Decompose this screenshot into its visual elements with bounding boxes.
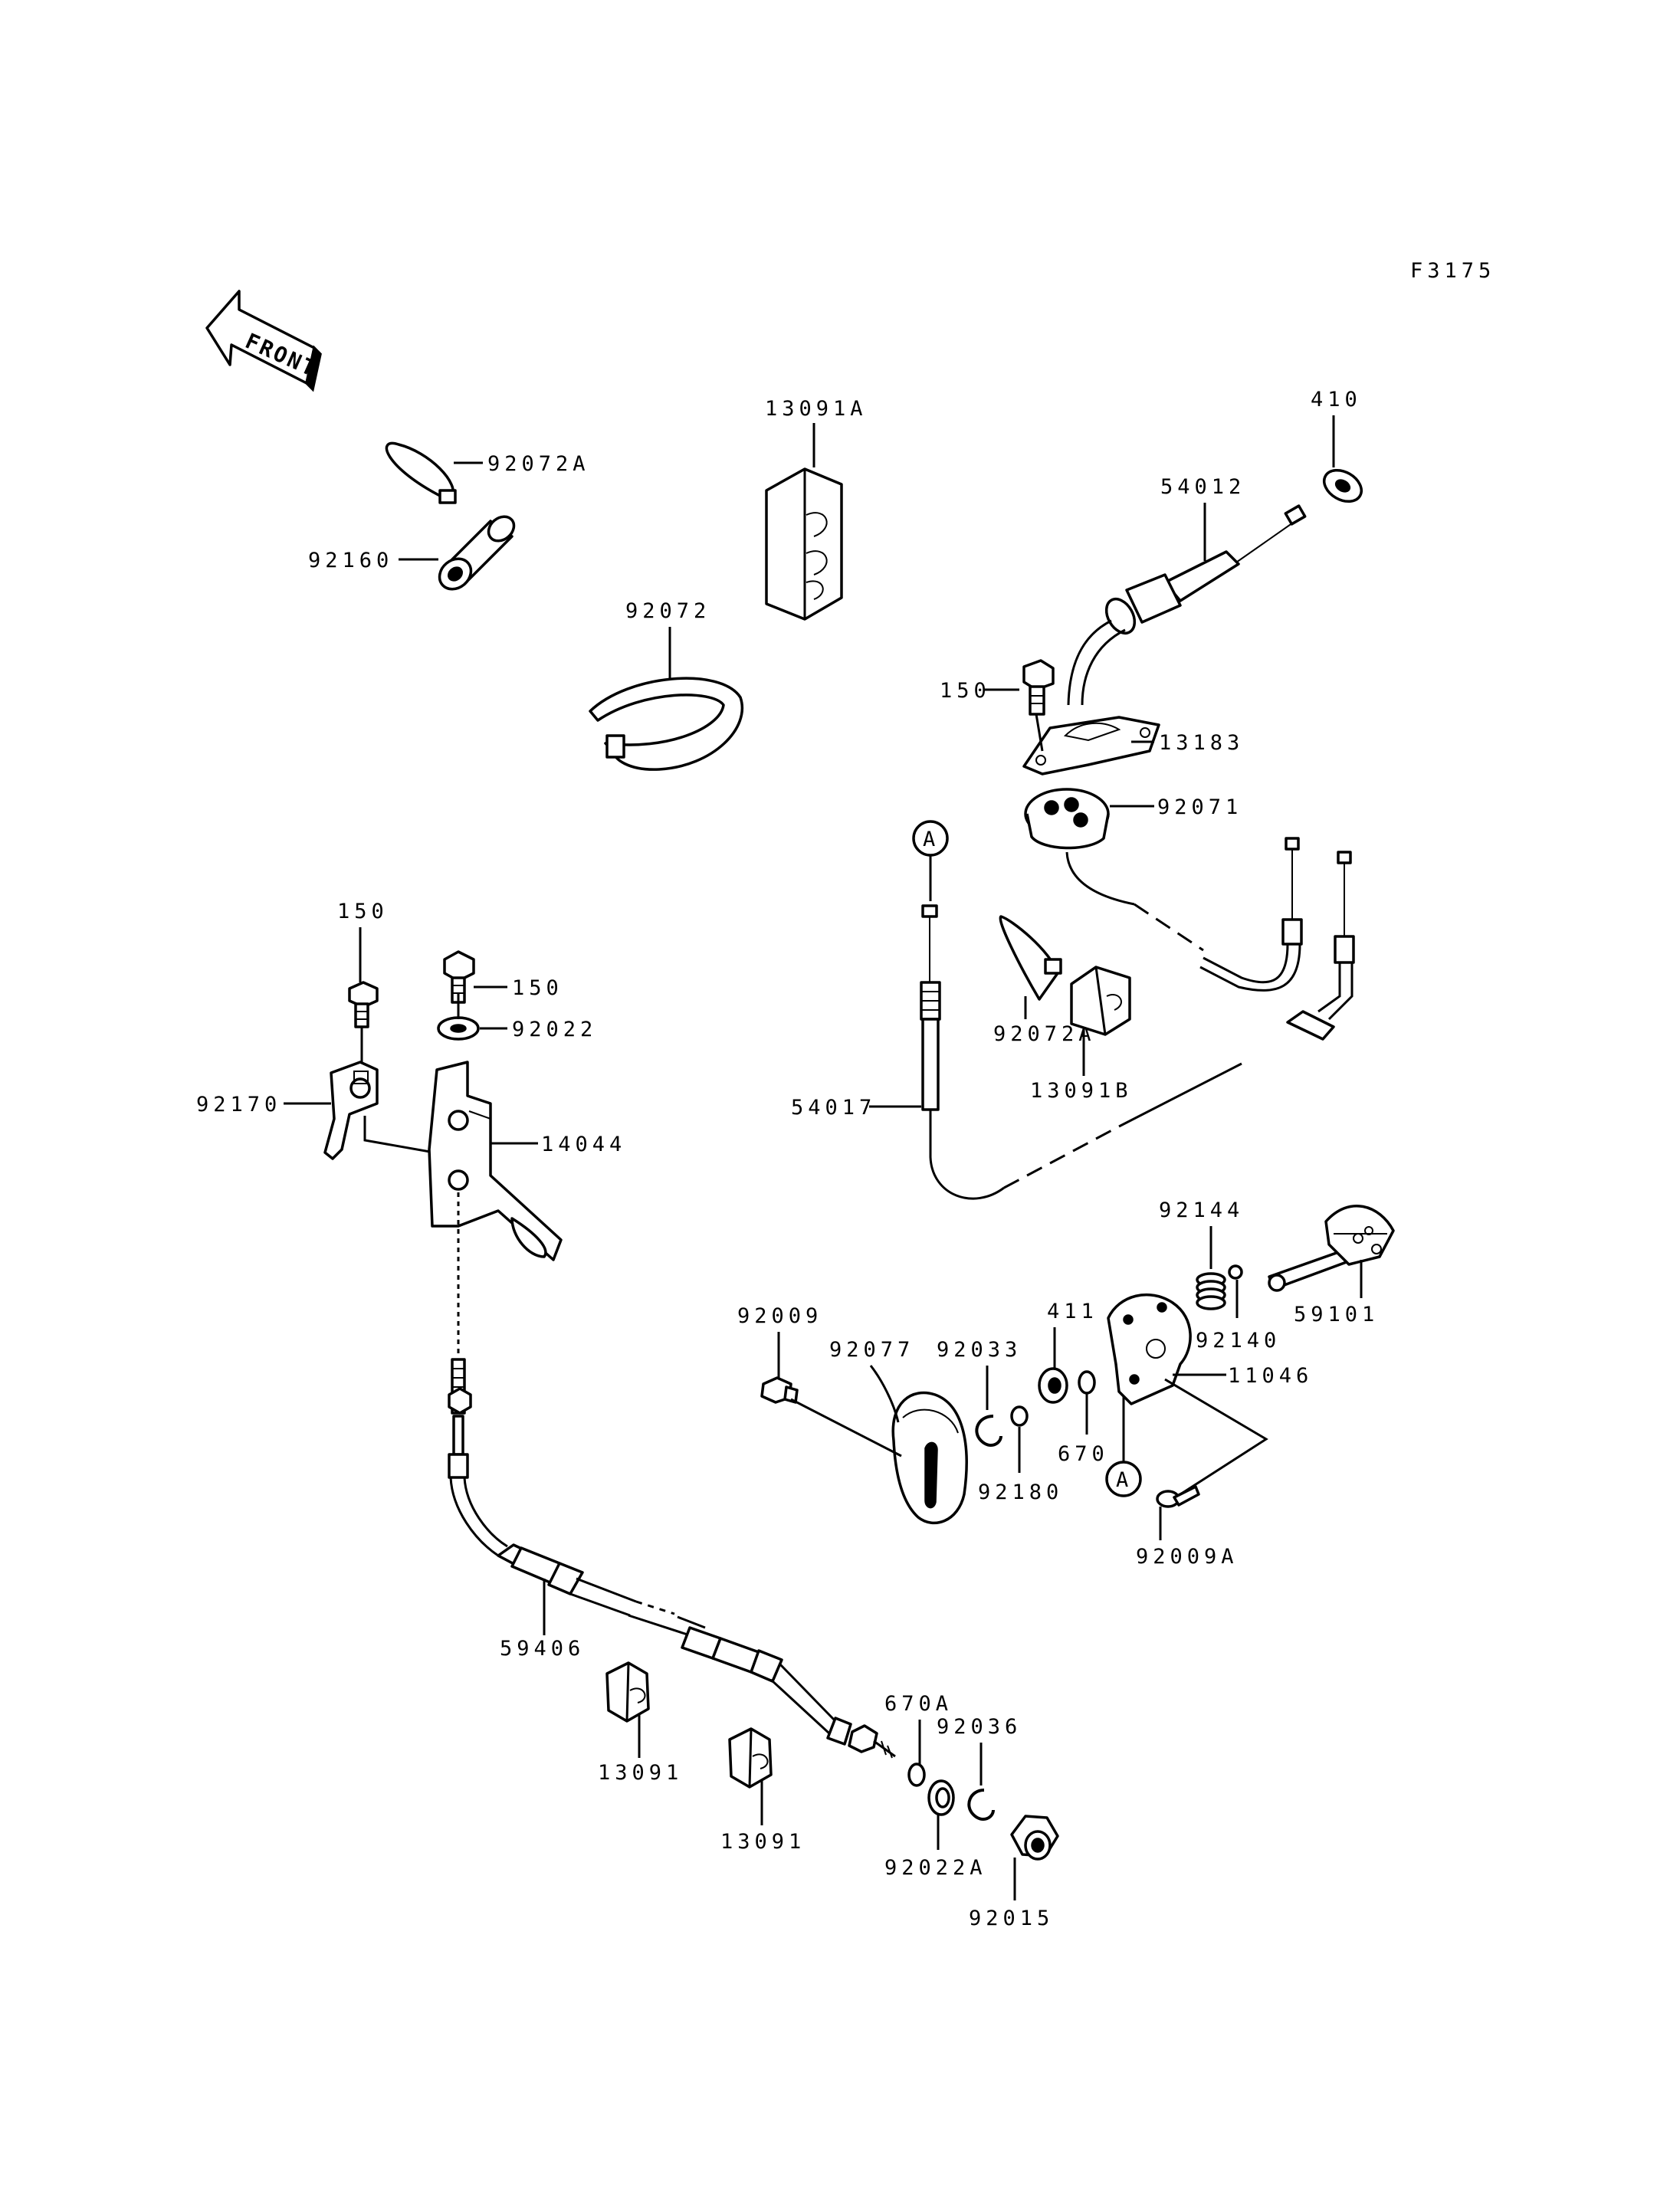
label-92033: 92033	[937, 1338, 1022, 1362]
washer-92022	[437, 1016, 480, 1041]
label-92022A: 92022A	[884, 1856, 987, 1880]
clamp-13091-a	[605, 1661, 650, 1723]
label-54017: 54017	[791, 1096, 876, 1120]
cable-54017	[920, 904, 1242, 1200]
washer-411	[1038, 1367, 1068, 1404]
washer-410	[1323, 468, 1363, 503]
label-59101: 59101	[1294, 1303, 1379, 1326]
clip-92036	[967, 1789, 995, 1821]
label-92036: 92036	[937, 1715, 1022, 1739]
label-92015: 92015	[969, 1907, 1054, 1930]
label-11046: 11046	[1228, 1364, 1313, 1388]
nut-92015	[1010, 1815, 1059, 1861]
band-92072	[589, 677, 743, 771]
circlip-92033	[975, 1415, 1002, 1447]
label-13091B: 13091B	[1030, 1079, 1133, 1103]
label-92009: 92009	[737, 1304, 822, 1328]
tie-strap-92072A-mid	[999, 915, 1062, 1001]
connector-92071	[1065, 851, 1135, 906]
front-arrow-icon: FRONT	[205, 290, 322, 392]
label-13091-a: 13091	[598, 1761, 683, 1785]
label-13091-b: 13091	[720, 1830, 806, 1854]
plate-13183	[1022, 716, 1160, 776]
connector-92170	[363, 1116, 444, 1156]
screw-92009A	[1156, 1485, 1200, 1508]
label-92072A-top: 92072A	[487, 452, 590, 476]
tie-strap-92072A-top	[385, 441, 457, 504]
clamp-13091-b	[728, 1727, 773, 1789]
oring-670A	[907, 1763, 926, 1787]
bolt-150-a	[348, 981, 379, 1028]
label-670A: 670A	[884, 1692, 953, 1716]
spring-92144	[1196, 1272, 1226, 1310]
label-92009A: 92009A	[1136, 1545, 1239, 1569]
bolt-150-b	[443, 950, 475, 1004]
label-13091A: 13091A	[765, 397, 868, 421]
bolt-150-top	[1022, 659, 1055, 716]
leader-92077	[869, 1365, 900, 1423]
label-92140: 92140	[1196, 1329, 1281, 1353]
cable-59406	[448, 1358, 896, 1759]
label-411: 411	[1047, 1300, 1098, 1323]
label-13183: 13183	[1159, 731, 1244, 755]
bracket-92170	[323, 1061, 379, 1160]
dashed-link-92071	[1134, 903, 1204, 952]
label-92077: 92077	[829, 1338, 914, 1362]
label-92144: 92144	[1159, 1199, 1244, 1222]
axis-92009	[790, 1398, 902, 1458]
ref-marker-a-bottom: A	[1105, 1461, 1142, 1497]
label-92071: 92071	[1157, 795, 1242, 819]
label-92022: 92022	[512, 1018, 597, 1041]
label-670: 670	[1058, 1442, 1109, 1466]
screw-92009	[760, 1376, 799, 1404]
label-92160: 92160	[308, 549, 393, 572]
cable-ends-pair	[1199, 837, 1355, 1041]
knob-92077	[891, 1391, 968, 1525]
label-410: 410	[1311, 388, 1362, 412]
washer-92022A	[927, 1779, 955, 1816]
label-150-top: 150	[940, 679, 991, 703]
label-14044: 14044	[541, 1133, 626, 1156]
grommet-92071	[1024, 788, 1110, 850]
ball-92140	[1228, 1264, 1243, 1280]
shaft-59101	[1268, 1204, 1395, 1292]
label-92072: 92072	[625, 599, 710, 623]
label-150-b: 150	[512, 976, 563, 1000]
leader-150-plate	[1035, 713, 1044, 752]
clamp-13091B	[1070, 966, 1131, 1036]
clamp-13091A	[765, 467, 843, 621]
leader-11046-screw	[1164, 1378, 1268, 1496]
svg-text:A: A	[923, 828, 935, 851]
svg-text:A: A	[1116, 1468, 1128, 1492]
ref-marker-a-top: A	[912, 820, 949, 857]
figure-code: F3175	[1410, 259, 1495, 283]
oring-670	[1078, 1370, 1096, 1395]
washer-92180	[1010, 1405, 1029, 1427]
label-59406: 59406	[500, 1637, 585, 1661]
label-92170: 92170	[196, 1093, 281, 1117]
housing-11046	[1107, 1293, 1192, 1405]
bracket-14044	[428, 1061, 563, 1261]
label-92180: 92180	[978, 1481, 1063, 1504]
grommet-92160	[438, 515, 516, 591]
cable-54012	[1067, 504, 1307, 706]
label-150-a: 150	[337, 900, 389, 923]
label-54012: 54012	[1160, 475, 1245, 499]
